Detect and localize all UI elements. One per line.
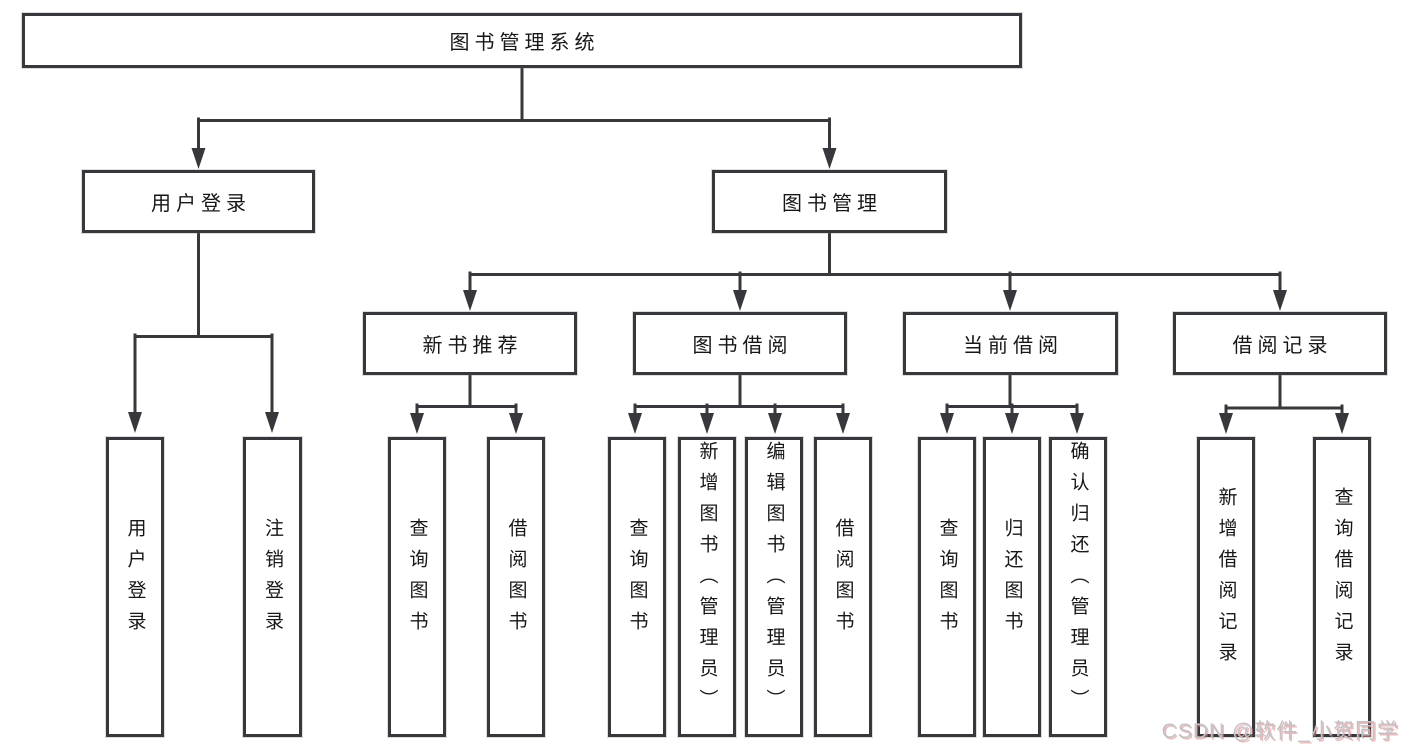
node-book-borrow-label: 图书借阅 xyxy=(692,335,793,357)
arrowhead-icon xyxy=(463,290,477,311)
node-new-book-recommend-label: 新书推荐 xyxy=(422,335,523,357)
node-current-borrow-label: 当前借阅 xyxy=(963,335,1063,357)
leaf-cur-return-book-label: 归还图书 xyxy=(1001,518,1023,642)
arrowhead-icon xyxy=(1335,413,1349,434)
arrowhead-icon xyxy=(410,413,424,434)
leaf-logout: 注销登录 xyxy=(243,437,302,737)
node-book-management: 图书管理 xyxy=(712,170,947,233)
leaf-bb-add-book: 新增图书（管理员） xyxy=(678,437,736,737)
leaf-bb-query-book: 查询图书 xyxy=(608,437,666,737)
leaf-logout-label: 注销登录 xyxy=(262,518,283,642)
arrowhead-icon xyxy=(191,148,206,169)
node-book-borrow: 图书借阅 xyxy=(633,312,847,375)
leaf-bb-borrow-book-label: 借阅图书 xyxy=(832,518,854,642)
arrowhead-icon xyxy=(1070,413,1084,434)
leaf-query-borrow-record-label: 查询借阅记录 xyxy=(1331,487,1353,673)
arrowhead-icon xyxy=(509,413,523,434)
leaf-cur-query-book: 查询图书 xyxy=(918,437,976,737)
arrowhead-icon xyxy=(768,413,782,434)
arrowhead-icon xyxy=(822,148,837,169)
leaf-rec-borrow-book-label: 借阅图书 xyxy=(505,518,527,642)
leaf-query-borrow-record: 查询借阅记录 xyxy=(1313,437,1371,737)
arrowhead-icon xyxy=(628,413,642,434)
arrowhead-icon xyxy=(1005,413,1019,434)
leaf-bb-add-book-label: 新增图书（管理员） xyxy=(696,440,718,720)
leaf-cur-confirm-return-label: 确认归还（管理员） xyxy=(1067,440,1089,720)
arrowhead-icon xyxy=(1003,290,1017,311)
arrowhead-icon xyxy=(700,413,714,434)
arrowhead-icon xyxy=(733,290,747,311)
leaf-user-login: 用户登录 xyxy=(106,437,164,737)
leaf-rec-borrow-book: 借阅图书 xyxy=(487,437,545,737)
node-library-system: 图书管理系统 xyxy=(22,13,1022,68)
arrowhead-icon xyxy=(836,413,850,434)
connector-path xyxy=(133,64,1344,416)
node-borrow-records: 借阅记录 xyxy=(1173,312,1387,375)
leaf-cur-query-book-label: 查询图书 xyxy=(936,518,958,642)
leaf-bb-edit-book: 编辑图书（管理员） xyxy=(745,437,803,737)
node-user-login: 用户登录 xyxy=(82,170,315,233)
node-library-system-label: 图书管理系统 xyxy=(449,32,600,54)
leaf-bb-query-book-label: 查询图书 xyxy=(626,518,648,642)
arrowhead-icon xyxy=(1219,413,1233,434)
leaf-add-borrow-record: 新增借阅记录 xyxy=(1197,437,1255,737)
leaf-bb-borrow-book: 借阅图书 xyxy=(814,437,872,737)
leaf-add-borrow-record-label: 新增借阅记录 xyxy=(1215,487,1237,673)
node-new-book-recommend: 新书推荐 xyxy=(363,312,577,375)
arrowhead-icon xyxy=(128,412,142,433)
arrowhead-icon xyxy=(940,413,954,434)
node-book-management-label: 图书管理 xyxy=(782,193,882,215)
leaf-rec-query-book: 查询图书 xyxy=(388,437,446,737)
arrowhead-icon xyxy=(265,412,279,433)
node-current-borrow: 当前借阅 xyxy=(903,312,1118,375)
arrowheads xyxy=(128,148,1349,434)
leaf-cur-confirm-return: 确认归还（管理员） xyxy=(1049,437,1107,737)
node-borrow-records-label: 借阅记录 xyxy=(1232,335,1333,357)
csdn-watermark: CSDN @软件_小贺同学 xyxy=(1161,720,1399,743)
leaf-bb-edit-book-label: 编辑图书（管理员） xyxy=(763,440,785,720)
leaf-cur-return-book: 归还图书 xyxy=(983,437,1041,737)
node-user-login-label: 用户登录 xyxy=(151,193,251,215)
leaf-user-login-label: 用户登录 xyxy=(124,518,146,642)
leaf-rec-query-book-label: 查询图书 xyxy=(406,518,428,642)
arrowhead-icon xyxy=(1273,290,1287,311)
